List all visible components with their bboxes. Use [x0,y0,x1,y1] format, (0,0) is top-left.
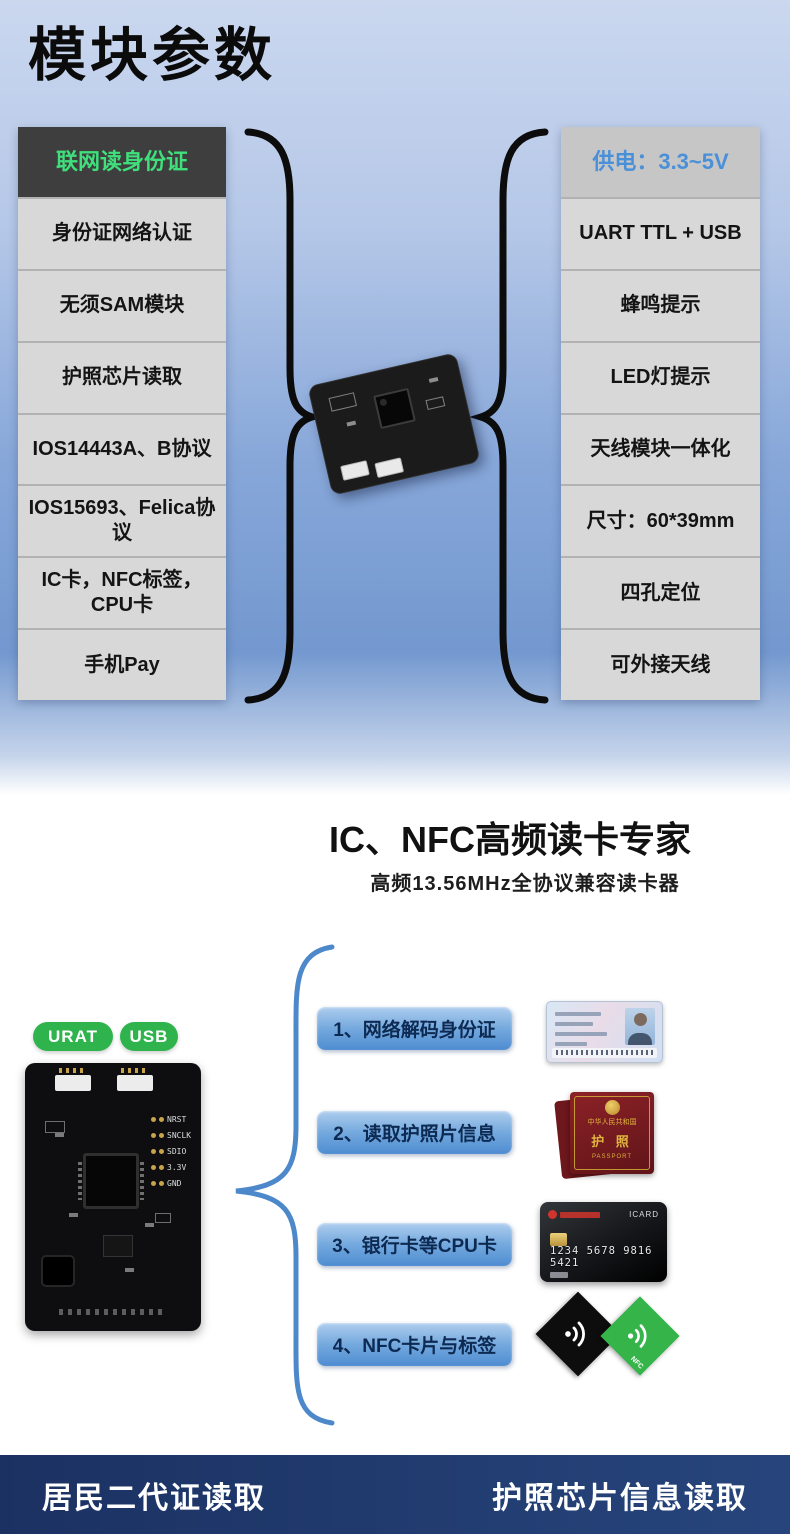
board-silkscreen [155,1213,171,1223]
module-parameters-section: 模块参数 联网读身份证 身份证网络认证 无须SAM模块 护照芯片读取 IOS14… [0,0,790,795]
pin-row-sdio: SDIO [151,1147,186,1156]
smd-component [69,1213,78,1217]
right-brace [469,128,549,704]
feature-ic-nfc-cpu: IC卡，NFC标签，CPU卡 [18,558,226,631]
footer-left-text: 居民二代证读取 [42,1481,266,1515]
bank-name-mark [560,1211,600,1218]
pin-hole [151,1165,156,1170]
feature-power-supply: 供电：3.3~5V [561,127,760,199]
card-number: 1234 5678 9816 5421 [550,1245,653,1269]
pin-hole [159,1133,164,1138]
pin-label: NRST [167,1115,187,1124]
portrait-head [633,1013,647,1026]
feature-iso15693-felica: IOS15693、Felica协议 [18,486,226,559]
feature-led: LED灯提示 [561,342,760,415]
feature-buzzer: 蜂鸣提示 [561,270,760,343]
feature-size: 尺寸：60*39mm [561,486,760,559]
pin-label: 3.3V [167,1163,187,1172]
pin-hole [159,1149,164,1154]
passport-front-cover: 中华人民共和国 护 照 PASSPORT [570,1092,654,1174]
pin-label: SDIO [167,1147,187,1156]
portrait-shoulders [628,1033,652,1045]
capability-bank-cpu-card: 3、银行卡等CPU卡 [317,1223,512,1266]
feature-four-holes: 四孔定位 [561,558,760,631]
passport-gold-frame [574,1096,650,1170]
board-secondary-chip [103,1235,133,1257]
page-title: 模块参数 [28,21,277,89]
footer-banner: 居民二代证读取 护照芯片信息读取 [0,1455,790,1534]
board-pad-row [59,1309,167,1315]
id-text-line [555,1042,587,1046]
pin-hole [151,1181,156,1186]
national-emblem-icon [604,1100,620,1115]
right-feature-list: 供电：3.3~5V UART TTL + USB 蜂鸣提示 LED灯提示 天线模… [561,127,760,700]
capability-id-decode: 1、网络解码身份证 [317,1007,512,1050]
id-number-digits [556,1050,653,1055]
feature-no-sam: 无须SAM模块 [18,270,226,343]
card-brand-text: ICARD [629,1210,659,1219]
capability-nfc-tags: 4、NFC卡片与标签 [317,1323,512,1366]
pin-row-snclk: SNCLK [151,1131,191,1140]
bank-logo-icon [548,1210,557,1219]
nfc-tag-black [535,1291,621,1377]
pin-hole [151,1133,156,1138]
board-connector-usb [117,1068,153,1091]
atm-mark [550,1272,568,1278]
section-subtitle: 高频13.56MHz全协议兼容读卡器 [370,873,680,895]
pin-label: GND [167,1179,182,1188]
nfc-label: NFC [629,1355,645,1371]
feature-passport-chip: 护照芯片读取 [18,342,226,415]
feature-antenna-integrated: 天线模块一体化 [561,414,760,487]
id-portrait-photo [625,1008,655,1045]
module-photo [307,352,481,496]
nfc-tag-green: NFC [600,1296,680,1376]
passport-subtitle-text: PASSPORT [591,1154,633,1160]
footer-right-text: 护照芯片信息读取 [492,1481,748,1515]
board-connector-urat [55,1068,91,1091]
pin-hole [151,1149,156,1154]
feature-networked-id-read: 联网读身份证 [18,127,226,199]
smd-component [125,1268,134,1272]
capability-passport-read: 2、读取护照片信息 [317,1111,512,1154]
id-card-image [546,1001,663,1063]
id-number-strip [552,1048,657,1058]
feature-external-antenna: 可外接天线 [561,630,760,700]
board-inductor [41,1255,75,1287]
nfc-wave-icon [627,1324,647,1348]
nfc-wave-icon [565,1321,585,1347]
pin-hole [159,1165,164,1170]
pin-row-gnd: GND [151,1179,181,1188]
feature-uart-usb: UART TTL + USB [561,198,760,271]
id-text-line [555,1012,601,1016]
board-mcu-chip [78,1153,144,1209]
pin-row-3v3: 3.3V [151,1163,186,1172]
board-silkscreen [45,1121,65,1133]
id-text-line [555,1022,593,1026]
passport-image: 中华人民共和国 护 照 PASSPORT [554,1092,658,1180]
passport-country-text: 中华人民共和国 [587,1119,637,1126]
reader-expert-section: IC、NFC高频读卡专家 高频13.56MHz全协议兼容读卡器 URAT USB… [0,795,790,1455]
card-chip-icon [550,1233,567,1246]
feature-phone-pay: 手机Pay [18,630,226,700]
pin-hole [159,1181,164,1186]
urat-port-badge: URAT [33,1022,113,1051]
smd-component [55,1133,64,1137]
smd-component [145,1223,154,1227]
nfc-tags-image: NFC [535,1291,703,1397]
passport-title-text: 护 照 [591,1134,633,1149]
feature-iso14443: IOS14443A、B协议 [18,414,226,487]
left-feature-list: 联网读身份证 身份证网络认证 无须SAM模块 护照芯片读取 IOS14443A、… [18,127,226,700]
usb-port-badge: USB [120,1022,178,1051]
pin-hole [151,1117,156,1122]
section-title: IC、NFC高频读卡专家 [329,819,691,860]
bank-card-image: ICARD 1234 5678 9816 5421 [540,1202,667,1282]
left-brace [244,128,324,704]
pin-hole [159,1117,164,1122]
reader-board-image: NRST SNCLK SDIO 3.3V GND [25,1063,201,1331]
id-text-line [555,1032,607,1036]
pin-row-nrst: NRST [151,1115,186,1124]
feature-id-network-auth: 身份证网络认证 [18,198,226,271]
bank-logo [548,1210,600,1219]
pin-label: SNCLK [167,1131,192,1140]
